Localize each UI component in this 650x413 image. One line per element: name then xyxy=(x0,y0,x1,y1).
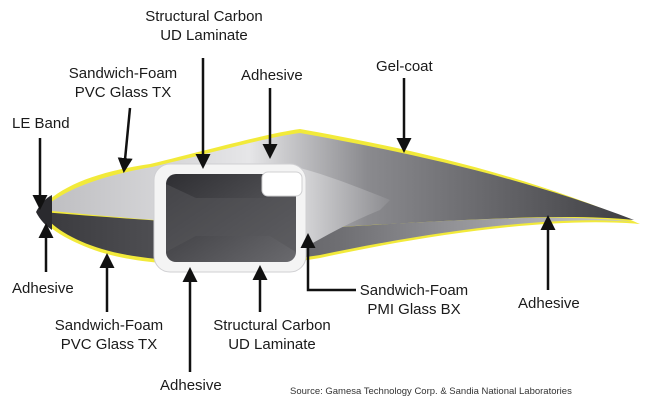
label-line: Sandwich-Foam xyxy=(359,282,469,299)
label-line: PVC Glass TX xyxy=(74,84,172,101)
label-sandwich-foam-top: Sandwich-Foam PVC Glass TX xyxy=(60,64,186,102)
label-line: Structural Carbon xyxy=(213,317,331,334)
label-structural-carbon-bottom: Structural Carbon UD Laminate xyxy=(205,316,339,354)
label-line: PVC Glass TX xyxy=(60,336,158,353)
label-adhesive-right: Adhesive xyxy=(518,295,580,312)
label-le-band: LE Band xyxy=(12,115,70,132)
leading-edge-band xyxy=(36,195,52,230)
label-adhesive-left: Adhesive xyxy=(12,280,74,297)
arrow-sandwich-foam-top xyxy=(117,107,133,173)
spar-window xyxy=(261,171,303,197)
label-line: Sandwich-Foam xyxy=(54,317,164,334)
label-adhesive-top: Adhesive xyxy=(241,67,303,84)
rear-sandwich-web xyxy=(300,168,390,248)
spar-inner-shading xyxy=(166,184,296,252)
label-line: UD Laminate xyxy=(228,336,316,353)
arrow-sandwich-foam-pmi xyxy=(300,233,356,292)
label-line: PMI Glass BX xyxy=(367,301,461,318)
label-structural-carbon-top: Structural Carbon UD Laminate xyxy=(136,7,272,45)
label-gel-coat: Gel-coat xyxy=(376,58,433,75)
label-line: Sandwich-Foam xyxy=(68,65,178,82)
label-line: Structural Carbon xyxy=(145,8,263,25)
label-adhesive-bottom: Adhesive xyxy=(160,377,222,394)
label-sandwich-foam-pmi: Sandwich-Foam PMI Glass BX xyxy=(352,281,476,319)
label-line: UD Laminate xyxy=(160,27,248,44)
source-credit: Source: Gamesa Technology Corp. & Sandia… xyxy=(290,386,572,397)
label-sandwich-foam-bottom: Sandwich-Foam PVC Glass TX xyxy=(46,316,172,354)
